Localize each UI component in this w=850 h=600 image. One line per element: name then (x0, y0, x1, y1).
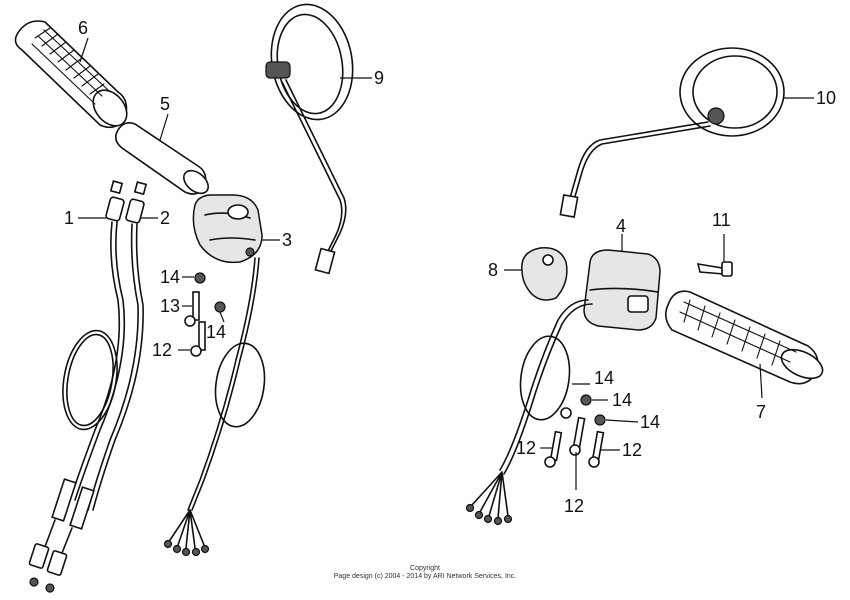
right-fasteners (544, 394, 606, 468)
part-4-switch-housing (583, 249, 661, 331)
right-switch-harness (465, 299, 593, 526)
callout-9: 9 (374, 68, 384, 88)
part-8-switch-cover (521, 247, 568, 301)
callout-14d: 14 (612, 390, 632, 410)
callout-14e: 14 (640, 412, 660, 432)
callout-1: 1 (64, 208, 74, 228)
callout-14b: 14 (206, 322, 226, 342)
callout-14a: 14 (160, 267, 180, 287)
callout-10: 10 (816, 88, 836, 108)
callout-5: 5 (160, 94, 170, 114)
part-6-left-grip (14, 20, 128, 129)
callout-12b: 12 (516, 438, 536, 458)
callout-6: 6 (78, 18, 88, 38)
callout-8: 8 (488, 260, 498, 280)
part-5-throttle-sleeve (114, 122, 209, 195)
callout-13: 13 (160, 296, 180, 316)
part-7-right-grip (664, 290, 824, 385)
callout-2: 2 (160, 208, 170, 228)
part-10-right-mirror (559, 47, 785, 218)
callout-11: 11 (712, 210, 731, 230)
callout-12c: 12 (622, 440, 642, 460)
copyright-label: Copyright (410, 565, 440, 572)
callout-3: 3 (282, 230, 292, 250)
left-switch-harness (163, 257, 266, 557)
parts-1-2-throttle-cables (28, 180, 148, 593)
part-3-throttle-housing (192, 194, 263, 264)
part-11-screw (696, 261, 733, 277)
part-9-left-mirror (265, 3, 354, 275)
copyright-notice: Page design (c) 2004 - 2014 by ARI Netwo… (333, 573, 517, 580)
callout-4: 4 (616, 216, 626, 236)
callout-7: 7 (756, 402, 766, 422)
left-fasteners (184, 272, 226, 357)
callout-12a: 12 (152, 340, 172, 360)
callouts: 6 5 1 2 3 14 13 14 12 9 10 11 4 8 7 14 1 (64, 18, 836, 516)
callout-12d: 12 (564, 496, 584, 516)
callout-14c: 14 (594, 368, 614, 388)
